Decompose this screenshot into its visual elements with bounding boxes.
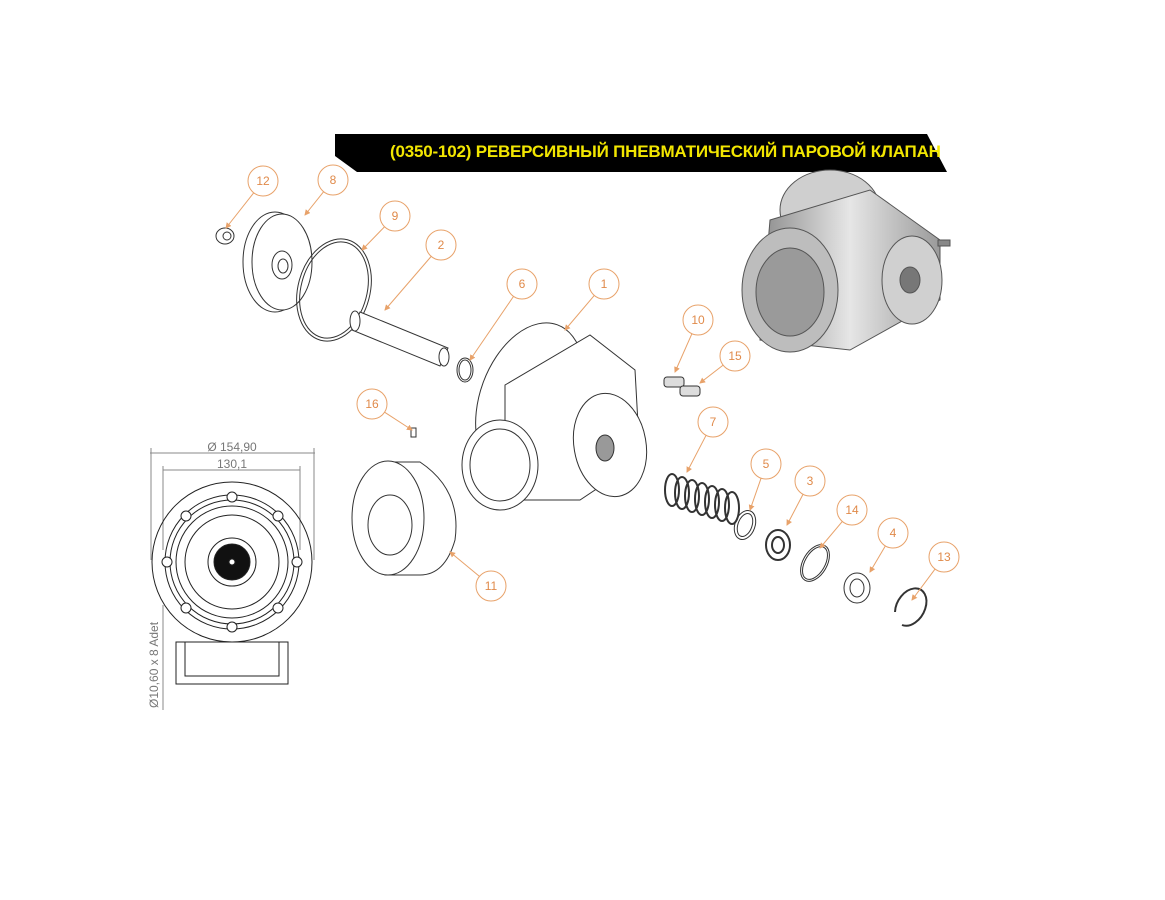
callout-circle <box>719 340 751 372</box>
callout-3: 3 <box>786 465 826 526</box>
leader-line <box>564 295 595 331</box>
callout-2: 2 <box>384 229 457 311</box>
front-view-drawing <box>150 448 315 710</box>
part-1-valve-body <box>461 322 648 511</box>
callout-16: 16 <box>356 388 413 431</box>
assembled-valve-render <box>741 169 951 353</box>
callout-circle <box>356 388 388 420</box>
callout-14: 14 <box>819 494 868 549</box>
part-9-gasket <box>296 238 372 342</box>
leader-line <box>469 296 514 361</box>
leader-line <box>449 551 480 577</box>
callout-8: 8 <box>304 164 349 216</box>
dim-holes: Ø10,60 x 8 Adet <box>147 621 161 708</box>
part-8-cover <box>242 211 313 313</box>
callout-number: 15 <box>728 349 742 363</box>
callout-number: 5 <box>763 457 770 471</box>
part-12-nut <box>215 227 235 245</box>
leader-line <box>869 545 886 573</box>
leader-line <box>674 333 693 373</box>
callout-number: 9 <box>392 209 399 223</box>
part-6-oring <box>456 357 474 383</box>
callout-number: 11 <box>485 579 498 593</box>
callout-circle <box>928 541 960 573</box>
callout-11: 11 <box>449 551 507 602</box>
callout-circle <box>794 465 826 497</box>
leader-line <box>748 478 762 511</box>
callout-number: 14 <box>845 503 859 517</box>
diagram-title: (0350-102) РЕВЕРСИВНЫЙ ПНЕВМАТИЧЕСКИЙ ПА… <box>390 142 941 161</box>
callout-12: 12 <box>225 165 279 229</box>
leader-line <box>686 435 707 473</box>
callout-1: 1 <box>564 268 620 331</box>
callout-number: 2 <box>438 238 445 252</box>
leader-line <box>384 256 432 311</box>
callout-number: 4 <box>890 526 897 540</box>
part-13-circlip <box>894 587 928 627</box>
part-11-sleeve <box>351 460 457 576</box>
callout-15: 15 <box>699 340 751 384</box>
callout-4: 4 <box>869 517 909 573</box>
callout-number: 7 <box>710 415 717 429</box>
callout-circle <box>506 268 538 300</box>
callout-circle <box>836 494 868 526</box>
callout-10: 10 <box>674 304 714 373</box>
callout-circle <box>317 164 349 196</box>
leader-line <box>911 568 936 601</box>
leader-line <box>304 191 325 216</box>
callout-circle <box>475 570 507 602</box>
callout-number: 12 <box>256 174 270 188</box>
callout-number: 1 <box>601 277 608 291</box>
leader-line <box>361 226 385 251</box>
callout-number: 8 <box>330 173 337 187</box>
banner-shape <box>335 134 947 172</box>
part-16-pin <box>410 427 417 438</box>
callout-circle <box>697 406 729 438</box>
part-3-bushing <box>765 529 791 561</box>
callout-number: 16 <box>365 397 379 411</box>
part-4-cap <box>843 572 871 604</box>
callout-number: 6 <box>519 277 526 291</box>
part-7-spring <box>664 473 740 525</box>
callout-6: 6 <box>469 268 538 361</box>
callout-circle <box>379 200 411 232</box>
leader-line <box>786 494 804 526</box>
part-15-fitting <box>679 385 701 397</box>
leader-line <box>384 411 413 431</box>
callout-circle <box>588 268 620 300</box>
part-5-ring <box>733 509 757 541</box>
leader-line <box>699 364 724 384</box>
callout-number: 10 <box>691 313 705 327</box>
callout-circle <box>247 165 279 197</box>
callout-group: 12 8 9 2 6 1 10 15 16 7 5 3 14 4 13 11 <box>225 164 960 602</box>
callout-circle <box>425 229 457 261</box>
part-2-stem <box>349 310 450 367</box>
dim-inner-width: 130,1 <box>217 457 247 471</box>
part-14-ring <box>800 544 830 582</box>
callout-circle <box>682 304 714 336</box>
callout-13: 13 <box>911 541 960 601</box>
callout-circle <box>877 517 909 549</box>
callout-circle <box>750 448 782 480</box>
callout-number: 13 <box>937 550 951 564</box>
part-10-fitting <box>663 376 685 388</box>
callout-9: 9 <box>361 200 411 251</box>
title-banner: (0350-102) РЕВЕРСИВНЫЙ ПНЕВМАТИЧЕСКИЙ ПА… <box>335 134 947 172</box>
leader-line <box>225 192 255 229</box>
callout-5: 5 <box>748 448 782 511</box>
callout-number: 3 <box>807 474 814 488</box>
callout-7: 7 <box>686 406 729 473</box>
dim-outer-diameter: Ø 154,90 <box>207 440 257 454</box>
leader-line <box>819 521 843 549</box>
